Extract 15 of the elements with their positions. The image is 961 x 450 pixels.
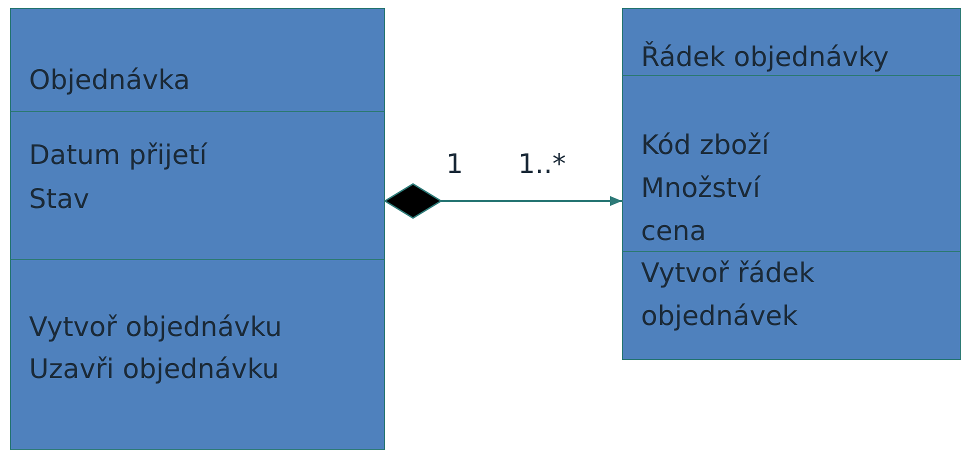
multiplicity-label: 1..* [518,148,566,182]
class-box [10,8,385,450]
operation-text: Uzavři objednávku [29,353,280,387]
composition-arrow [384,183,622,219]
attribute-text: Kód zboží [641,129,770,163]
attribute-text: Množství [641,172,760,206]
operation-text: Vytvoř objednávku [29,311,282,345]
multiplicity-label: 1 [446,148,464,182]
class-name: Řádek objednávky [641,40,889,75]
attribute-text: cena [641,215,706,249]
attribute-text: Datum přijetí [29,139,207,173]
class-name: Objednávka [29,64,190,98]
attribute-text: Stav [29,183,90,217]
class-box [622,8,961,360]
operation-text: Vytvoř řádek objednávek [641,257,816,334]
